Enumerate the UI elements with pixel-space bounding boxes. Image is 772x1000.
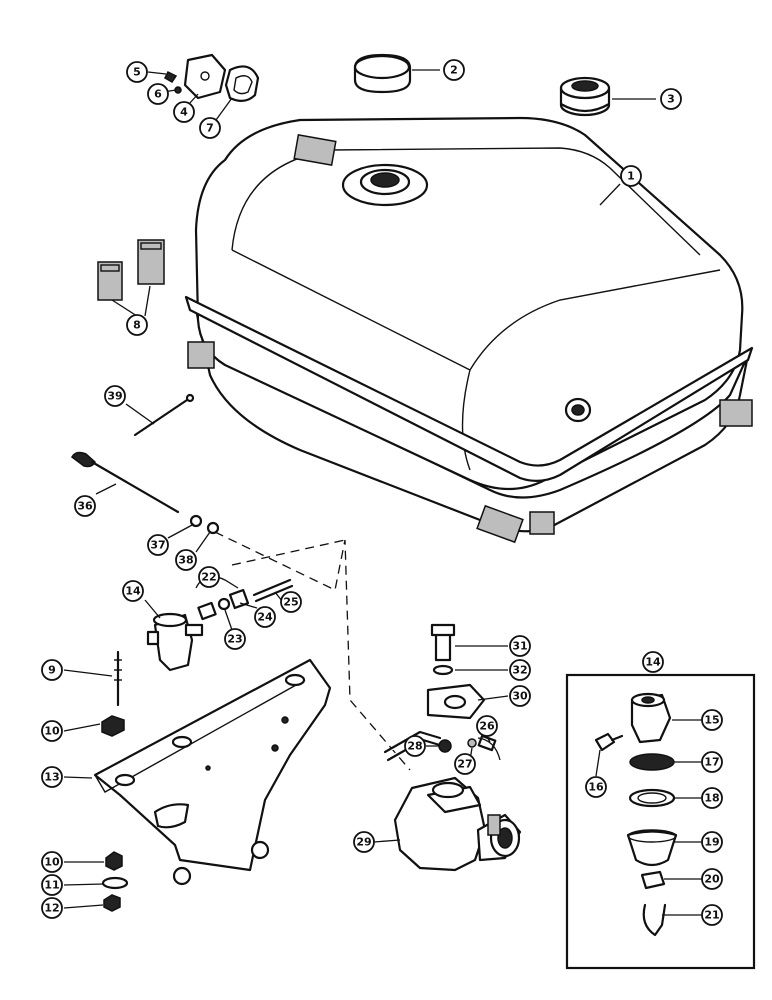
filler-cap [353, 53, 412, 94]
svg-text:11: 11 [44, 879, 59, 892]
callout-4: 4 [173, 101, 195, 123]
vented-cap [559, 76, 611, 117]
callout-25: 25 [280, 591, 302, 613]
callout-5: 5 [126, 61, 148, 83]
svg-text:6: 6 [154, 88, 162, 101]
callout-6: 6 [147, 83, 169, 105]
svg-text:19: 19 [704, 836, 719, 849]
svg-text:18: 18 [704, 792, 719, 805]
svg-text:15: 15 [704, 714, 719, 727]
svg-text:25: 25 [283, 596, 298, 609]
svg-text:8: 8 [133, 319, 141, 332]
stud-and-nuts [101, 650, 129, 912]
callout-19: 19 [701, 831, 723, 853]
callout-18: 18 [701, 787, 723, 809]
svg-text:3: 3 [667, 93, 675, 106]
callout-2: 2 [443, 59, 465, 81]
callout-21: 21 [701, 904, 723, 926]
callout-20: 20 [701, 868, 723, 890]
svg-text:24: 24 [257, 611, 273, 624]
svg-text:30: 30 [512, 690, 528, 703]
svg-text:5: 5 [133, 66, 141, 79]
svg-text:10: 10 [44, 725, 60, 738]
svg-text:26: 26 [479, 720, 495, 733]
svg-text:22: 22 [201, 571, 216, 584]
svg-text:7: 7 [206, 122, 214, 135]
callout-39: 39 [104, 385, 126, 407]
callout-labels: 1 2 3 4 5 6 7 8 9 10 10 11 12 13 14 14 1… [41, 59, 723, 926]
gauge-rod-parts [71, 393, 220, 535]
callout-15: 15 [701, 709, 723, 731]
svg-text:32: 32 [512, 664, 527, 677]
svg-text:2: 2 [450, 64, 458, 77]
callout-14-main: 14 [122, 580, 144, 602]
svg-text:38: 38 [178, 554, 193, 567]
insulating-pads [97, 239, 165, 301]
callout-1: 1 [620, 165, 642, 187]
callout-30: 30 [509, 685, 531, 707]
callout-11: 11 [41, 874, 63, 896]
svg-text:17: 17 [704, 756, 719, 769]
line-fittings [197, 578, 294, 621]
carburetor-mounting-parts [383, 623, 497, 762]
callout-3: 3 [660, 88, 682, 110]
fuel-line-path-2 [231, 539, 346, 566]
svg-text:28: 28 [407, 740, 422, 753]
callout-14-inset: 14 [642, 651, 664, 673]
fuel-tank [184, 116, 754, 544]
inset-sediment-bowl-parts [594, 692, 678, 937]
svg-text:14: 14 [645, 656, 661, 669]
callout-36: 36 [74, 495, 96, 517]
svg-text:12: 12 [44, 902, 59, 915]
svg-text:21: 21 [704, 909, 719, 922]
svg-text:16: 16 [588, 781, 604, 794]
svg-text:20: 20 [704, 873, 720, 886]
callout-27: 27 [454, 753, 476, 775]
svg-text:10: 10 [44, 856, 60, 869]
callout-8: 8 [126, 314, 148, 336]
callout-23: 23 [224, 628, 246, 650]
sediment-bowl-assembly [146, 612, 204, 672]
callout-9: 9 [41, 659, 63, 681]
svg-text:9: 9 [48, 664, 56, 677]
svg-text:29: 29 [356, 836, 371, 849]
mounting-bracket [93, 658, 332, 886]
svg-text:23: 23 [227, 633, 242, 646]
inset-frame [565, 673, 756, 970]
callout-32: 32 [509, 659, 531, 681]
fuel-line-path [214, 531, 411, 771]
svg-text:37: 37 [150, 539, 165, 552]
svg-text:27: 27 [457, 758, 472, 771]
callout-29: 29 [353, 831, 375, 853]
callout-10-lower: 10 [41, 851, 63, 873]
callout-26: 26 [476, 715, 498, 737]
svg-text:14: 14 [125, 585, 141, 598]
svg-text:36: 36 [77, 500, 93, 513]
gauge-plate-parts [164, 53, 260, 102]
svg-text:39: 39 [107, 390, 122, 403]
callout-31: 31 [509, 635, 531, 657]
callout-13: 13 [41, 766, 63, 788]
callout-24: 24 [254, 606, 276, 628]
callout-16: 16 [585, 776, 607, 798]
callout-37: 37 [147, 534, 169, 556]
leader-lines [63, 69, 702, 916]
callout-17: 17 [701, 751, 723, 773]
svg-text:4: 4 [180, 106, 188, 119]
callout-7: 7 [199, 117, 221, 139]
callout-38: 38 [175, 549, 197, 571]
callout-12: 12 [41, 897, 63, 919]
svg-text:1: 1 [627, 170, 635, 183]
callout-22: 22 [198, 566, 220, 588]
carburetor [393, 776, 522, 872]
svg-text:13: 13 [44, 771, 59, 784]
callout-28: 28 [404, 735, 426, 757]
callout-10-upper: 10 [41, 720, 63, 742]
svg-text:31: 31 [512, 640, 527, 653]
